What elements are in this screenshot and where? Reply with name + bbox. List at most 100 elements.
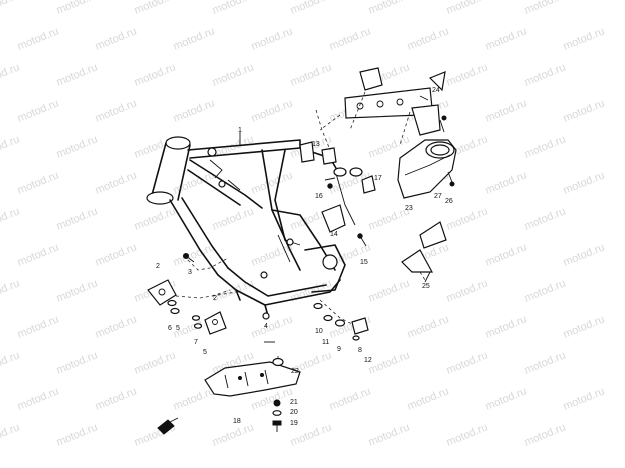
watermark-text: motod.ru xyxy=(211,277,256,304)
watermark-text: motod.ru xyxy=(0,205,21,232)
watermark-text: motod.ru xyxy=(16,385,61,412)
watermark-text: motod.ru xyxy=(562,97,607,124)
watermark-text: motod.ru xyxy=(133,205,178,232)
watermark-text: motod.ru xyxy=(211,61,256,88)
watermark-text: motod.ru xyxy=(367,0,412,17)
right-lower-hardware xyxy=(313,299,369,341)
label-13: 13 xyxy=(312,141,320,148)
rear-bracket xyxy=(315,67,446,151)
watermark-text: motod.ru xyxy=(16,241,61,268)
watermark-text: motod.ru xyxy=(289,0,334,17)
watermark-text: motod.ru xyxy=(445,205,490,232)
watermark-text: motod.ru xyxy=(0,133,21,160)
label-6: 6 xyxy=(168,325,172,332)
watermark-text: motod.ru xyxy=(328,25,373,52)
label-3: 3 xyxy=(188,269,192,276)
watermark-text: motod.ru xyxy=(55,421,100,448)
label-24: 24 xyxy=(432,87,440,94)
watermark-text: motod.ru xyxy=(211,205,256,232)
label-10: 10 xyxy=(315,328,323,335)
label-21: 21 xyxy=(290,399,298,406)
watermark-text: motod.ru xyxy=(94,385,139,412)
watermark-text: motod.ru xyxy=(328,385,373,412)
watermark-text: motod.ru xyxy=(562,25,607,52)
label-17: 17 xyxy=(374,175,382,182)
skid-plate xyxy=(204,355,301,397)
label-7: 7 xyxy=(194,339,198,346)
front-direction-arrow-icon xyxy=(157,417,179,435)
watermark-text: motod.ru xyxy=(250,97,295,124)
label-19: 19 xyxy=(290,420,298,427)
watermark-text: motod.ru xyxy=(484,313,529,340)
watermark-text: motod.ru xyxy=(562,385,607,412)
watermark-text: motod.ru xyxy=(445,0,490,17)
label-2-top: 2 xyxy=(156,263,160,270)
left-mounts xyxy=(147,253,270,335)
label-23: 23 xyxy=(405,205,413,212)
watermark-text: motod.ru xyxy=(484,97,529,124)
watermark-text: motod.ru xyxy=(55,349,100,376)
watermark-text: motod.ru xyxy=(523,349,568,376)
skid-bolts xyxy=(272,399,282,432)
watermark-text: motod.ru xyxy=(16,169,61,196)
watermark-text: motod.ru xyxy=(445,349,490,376)
watermark-layer: motod.ru motod.ru motod.ru motod.ru motod.ru… xyxy=(0,0,606,449)
watermark-text: motod.ru xyxy=(55,277,100,304)
watermark-text: motod.ru xyxy=(0,421,21,448)
callout-labels: 1 2 2 3 4 5 5 6 7 8 9 10 11 12 13 14 15 … xyxy=(156,87,453,427)
watermark-text: motod.ru xyxy=(523,421,568,448)
watermark-text: motod.ru xyxy=(0,0,21,17)
watermark-text: motod.ru xyxy=(133,349,178,376)
watermark-text: motod.ru xyxy=(562,313,607,340)
watermark-text: motod.ru xyxy=(484,25,529,52)
watermark-text: motod.ru xyxy=(16,97,61,124)
label-18: 18 xyxy=(233,418,241,425)
watermark-text: motod.ru xyxy=(55,133,100,160)
mount-hardware xyxy=(321,167,376,247)
label-16: 16 xyxy=(315,193,323,200)
watermark-text: motod.ru xyxy=(55,61,100,88)
watermark-text: motod.ru xyxy=(484,241,529,268)
watermark-text: motod.ru xyxy=(406,313,451,340)
watermark-text: motod.ru xyxy=(0,61,21,88)
watermark-text: motod.ru xyxy=(406,25,451,52)
watermark-text: motod.ru xyxy=(250,313,295,340)
watermark-text: motod.ru xyxy=(367,277,412,304)
label-5-right: 5 xyxy=(203,349,207,356)
watermark-text: motod.ru xyxy=(406,385,451,412)
watermark-text: motod.ru xyxy=(94,241,139,268)
watermark-text: motod.ru xyxy=(211,0,256,17)
watermark-text: motod.ru xyxy=(55,205,100,232)
label-25: 25 xyxy=(422,283,430,290)
watermark-text: motod.ru xyxy=(562,169,607,196)
label-14: 14 xyxy=(330,231,338,238)
frame-assembly xyxy=(146,136,356,317)
label-4: 4 xyxy=(264,323,268,330)
watermark-text: motod.ru xyxy=(94,25,139,52)
watermark-text: motod.ru xyxy=(445,277,490,304)
watermark-text: motod.ru xyxy=(55,0,100,17)
leader-lines xyxy=(239,95,431,343)
watermark-text: motod.ru xyxy=(94,313,139,340)
watermark-text: motod.ru xyxy=(445,61,490,88)
watermark-text: motod.ru xyxy=(0,277,21,304)
label-5-left: 5 xyxy=(176,325,180,332)
watermark-text: motod.ru xyxy=(94,169,139,196)
watermark-text: motod.ru xyxy=(367,349,412,376)
watermark-text: motod.ru xyxy=(445,421,490,448)
label-11: 11 xyxy=(322,339,329,346)
label-1: 1 xyxy=(238,127,242,134)
label-22: 22 xyxy=(291,368,299,375)
watermark-text: motod.ru xyxy=(94,97,139,124)
watermark-text: motod.ru xyxy=(16,313,61,340)
label-20: 20 xyxy=(290,409,298,416)
air-intake xyxy=(397,115,457,199)
watermark-text: motod.ru xyxy=(0,349,21,376)
watermark-text: motod.ru xyxy=(523,0,568,17)
label-9: 9 xyxy=(337,346,341,353)
watermark-text: motod.ru xyxy=(367,421,412,448)
watermark-text: motod.ru xyxy=(133,61,178,88)
label-8: 8 xyxy=(358,347,362,354)
watermark-text: motod.ru xyxy=(172,97,217,124)
